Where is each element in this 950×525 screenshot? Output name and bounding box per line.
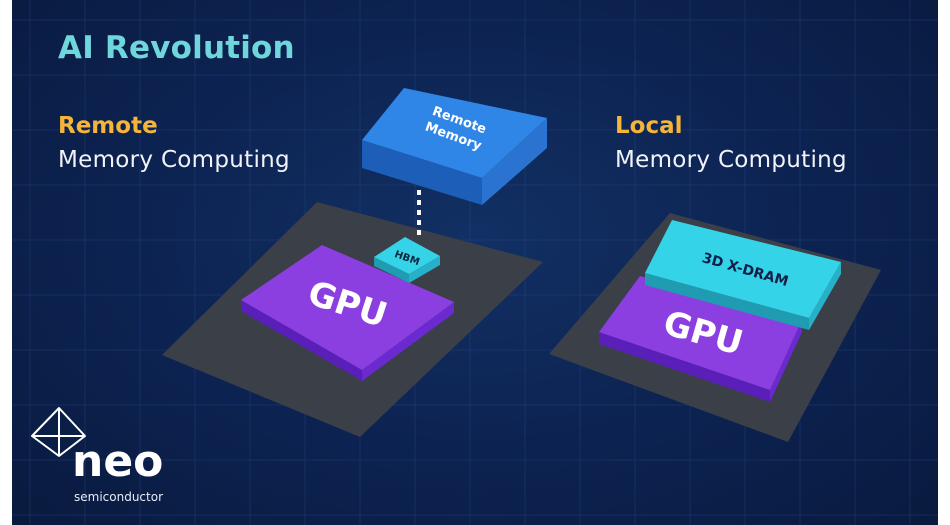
right-gpu-chip: GPU (599, 276, 802, 402)
memory-computing-diagram: GPU HBM Remote Memory GPU (31, 88, 881, 457)
logo-tagline: semiconductor (74, 490, 164, 504)
slide-title: AI Revolution (58, 30, 295, 66)
xdram-block: 3D X-DRAM (645, 220, 841, 330)
hbm-chip: HBM (374, 237, 440, 283)
pyramid-outline-icon (31, 407, 86, 457)
logo-wordmark: neo (72, 436, 164, 487)
remote-heading: Remote (58, 113, 158, 139)
slide-background: AI Revolution Remote Memory Computing Lo… (12, 0, 938, 525)
left-gpu-chip: GPU (241, 245, 454, 381)
local-heading: Local (615, 113, 683, 139)
local-subheading: Memory Computing (615, 147, 847, 173)
remote-memory-block: Remote Memory (362, 88, 547, 205)
remote-subheading: Memory Computing (58, 147, 290, 173)
